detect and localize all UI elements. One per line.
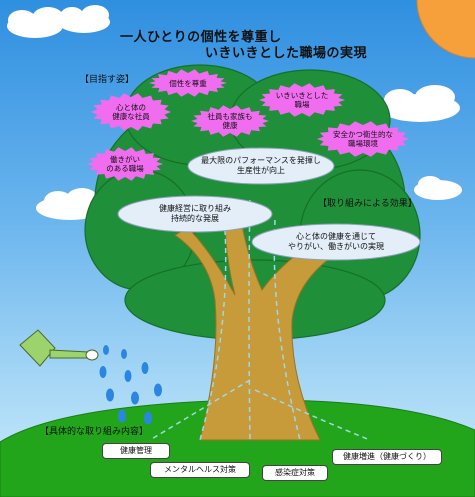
- action-box-infection-control: 感染症対策: [262, 465, 328, 481]
- cloud-top-left: [7, 7, 64, 38]
- actions-heading: 【具体的な取り組み内容】: [40, 427, 149, 437]
- cloud-right-low: [414, 176, 462, 200]
- effect-oval: 健康経営に取り組み 持続的な発展: [116, 194, 274, 234]
- goal-label: いきいきとした 職場: [275, 91, 329, 109]
- trunk-veins: [149, 199, 371, 441]
- goal-burst: いきいきとした 職場: [258, 82, 346, 118]
- goal-burst: 安全かつ衛生的な 職場環境: [316, 120, 410, 158]
- watering-can: [19, 329, 99, 367]
- effect-oval: 心と体の健康を通じて やりがい、働きがいの実現: [250, 222, 422, 262]
- effects-heading: 【取り組みによる効果】: [318, 199, 417, 209]
- starburst-shape: [149, 69, 227, 97]
- cloud-right: [380, 85, 460, 122]
- title-line-1: 一人ひとりの個性を尊重し: [120, 30, 282, 45]
- starburst-shape: [259, 83, 345, 117]
- title-line-2: いきいきとした職場の実現: [205, 46, 368, 61]
- goal-burst: 個性を尊重: [148, 68, 228, 98]
- effect-oval: 最大限のパフォーマンスを発揮し 生産性が向上: [186, 146, 336, 186]
- sun: [416, 0, 475, 59]
- goal-label: 働きがい のある職場: [106, 155, 144, 173]
- action-box-health-promotion: 健康増進（健康づくり）: [332, 449, 442, 465]
- effect-label: 健康経営に取り組み 持続的な発展: [159, 204, 231, 223]
- effect-label: 心と体の健康を通じて やりがい、働きがいの実現: [288, 232, 384, 251]
- starburst-shape: [87, 147, 163, 181]
- action-box-health-management: 健康管理: [102, 443, 170, 459]
- starburst-shape: [317, 121, 409, 157]
- effect-label: 最大限のパフォーマンスを発揮し 生産性が向上: [201, 156, 321, 175]
- water-drops: [99, 345, 162, 425]
- goal-label: 個性を尊重: [169, 78, 207, 88]
- starburst-shape: [91, 93, 171, 131]
- goal-label: 社員も家族も 健康: [207, 112, 253, 130]
- goal-label: 心と体の 健康な社員: [112, 103, 150, 121]
- goals-heading: 【目指す姿】: [80, 75, 135, 85]
- action-box-mental-health: メンタルヘルス対策: [150, 462, 250, 478]
- starburst-shape: [191, 105, 269, 137]
- cloud-top-center: [58, 5, 110, 33]
- goal-burst: 働きがい のある職場: [86, 146, 164, 182]
- goal-label: 安全かつ衛生的な 職場環境: [333, 130, 393, 148]
- goal-burst: 心と体の 健康な社員: [90, 92, 172, 132]
- goal-burst: 社員も家族も 健康: [190, 104, 270, 138]
